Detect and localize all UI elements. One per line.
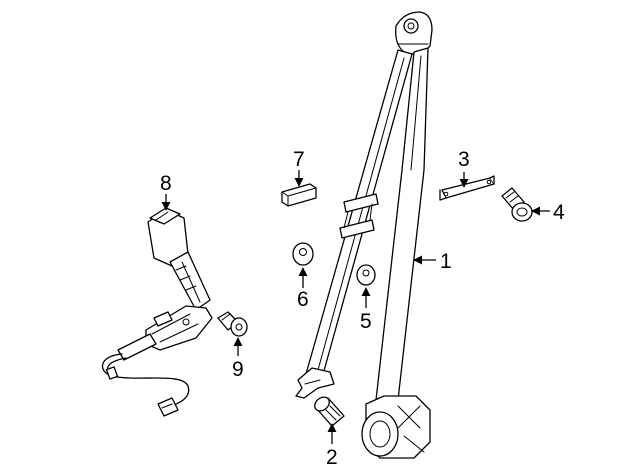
callout-1: 1 (440, 250, 452, 273)
seat-belt-assembly[interactable] (295, 11, 433, 459)
bracket-part-3[interactable] (439, 175, 495, 201)
callout-9: 9 (232, 358, 244, 381)
callout-5: 5 (360, 310, 372, 333)
bolt-part-4[interactable] (501, 187, 533, 222)
callout-2: 2 (326, 446, 338, 469)
callout-4: 4 (553, 201, 565, 224)
buckle-part-8[interactable] (102, 207, 213, 417)
cap-part-5[interactable] (356, 264, 376, 286)
bolt-part-2[interactable] (312, 394, 345, 427)
callout-6: 6 (297, 288, 309, 311)
bolt-part-9[interactable] (217, 311, 248, 337)
callout-arrows (161, 170, 550, 444)
callout-3: 3 (458, 148, 470, 171)
callout-8: 8 (160, 172, 172, 195)
cover-part-7[interactable] (281, 183, 317, 207)
callout-7: 7 (293, 148, 305, 171)
callout-labels: 1 2 3 4 5 6 7 8 9 (160, 148, 565, 469)
cap-part-6[interactable] (292, 242, 314, 266)
